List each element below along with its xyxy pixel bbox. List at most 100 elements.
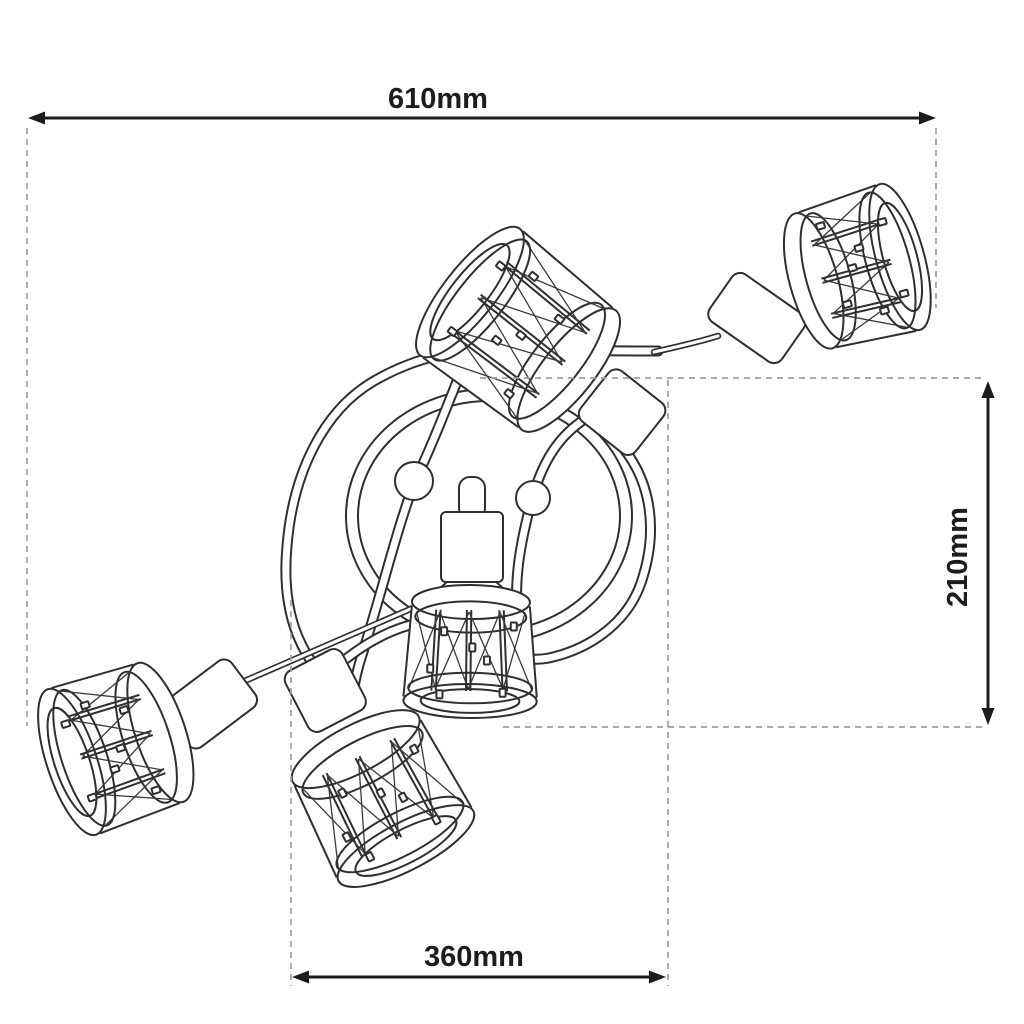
shade-clip [86,792,98,803]
shade-wire [105,769,163,826]
shade-wire [70,719,151,735]
shade-edge [402,605,413,697]
arrow-up-icon [981,381,995,398]
shade-edge [528,606,538,698]
shade-wire [433,357,538,394]
shade-front-ring [336,804,476,888]
dimension-annotations: 610mm 210mm 360mm [26,83,995,986]
shade-wire [499,612,533,690]
shade-front-ring [37,687,107,837]
shade-front-ring [407,671,534,705]
shade-wire [326,774,399,837]
shade-wire [61,690,139,701]
shade-rib [449,332,538,399]
shade-opening [429,242,511,342]
shade-clip [841,299,853,309]
shade-clip [553,313,566,325]
shade-clip [527,270,540,282]
shade-rib [79,729,152,756]
shade-clip [341,831,353,843]
shade-wire [454,330,518,420]
shade-edge [522,230,614,309]
shade-clip [491,334,503,346]
dimension-spread-label: 360mm [424,941,524,973]
shade-opening [354,815,458,877]
shade-edge [51,663,134,689]
lamp-holder [577,368,667,456]
shade-wire [468,611,504,690]
shade-clip [426,663,435,674]
shade-wire [505,265,605,310]
shade-edge [422,356,520,429]
shade-rib [389,739,436,821]
shade-clip [440,626,449,637]
shade-wire [467,612,501,690]
shade-opening [419,688,521,714]
arrow-left-icon [28,111,45,125]
shade-wire [95,793,173,801]
shade-front-ring [335,795,465,874]
shade-silhouette [293,718,474,881]
lamp-holder [283,648,367,733]
shade-silhouette [416,226,524,358]
shade-rib [498,610,504,692]
shade-wire [358,758,435,819]
shade-front-ring [858,191,917,330]
shade-opening [46,706,98,818]
shade-wire [439,611,469,690]
shade-clip [853,243,865,253]
shade-rib [68,698,142,722]
shade-silhouette [517,308,621,432]
shade-front-ring [52,688,117,827]
shade-clip [364,851,376,863]
shade-front-ring [429,238,532,362]
shade-wire [70,671,131,721]
shade-wire [524,240,587,334]
shade-wire [832,312,908,328]
shade-wire [390,741,463,804]
shade-rib [830,296,902,315]
shade-top-center [415,225,667,456]
rod-top-right-shade-inner [652,334,720,354]
shade-rib [325,772,368,856]
shade-clip [435,689,444,700]
center-socket [440,511,504,583]
shade-center [402,583,538,720]
shade-opening [876,201,924,313]
shade-wire [454,330,563,363]
shade-clip [150,785,162,795]
shade-rib [503,264,588,335]
shade-wire [82,755,163,771]
shade-left [37,661,195,837]
shade-edge [836,329,917,349]
light-fixture-drawing [37,182,932,888]
arrow-right-icon [649,970,666,984]
shade-edge [419,719,473,809]
shade-clip [503,388,515,400]
shade-wire [823,223,879,281]
shade-front-ring [415,225,525,359]
shade-clip [515,329,527,341]
shade-wire [326,774,339,868]
arrow-left-icon [292,970,309,984]
arrow-right-icon [919,111,936,125]
shade-rib [452,328,540,396]
shade-wire [417,727,435,819]
shade-front-ring [402,682,538,720]
shade-clip [337,787,348,799]
shade-clip [815,221,826,231]
shade-clip [375,787,387,799]
shade-wire [408,611,441,689]
arm-loop-return-inner [348,343,475,703]
lamp-holder-top-right [707,271,807,365]
shade-edge [293,784,338,878]
shade-wire [806,215,879,225]
shade-rib [434,609,442,691]
shade-clip [509,621,518,632]
lamp-holder [707,271,807,365]
arm-right-inner [502,423,654,663]
shade-clip [468,642,477,653]
shade-clip [409,743,420,755]
shade-wire [823,279,900,299]
